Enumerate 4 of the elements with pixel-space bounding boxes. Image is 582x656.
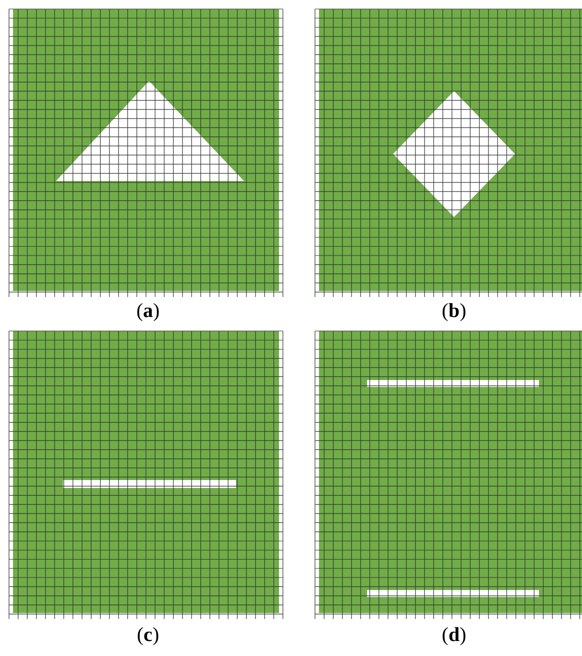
panel-label: (d): [440, 624, 468, 647]
panel-label: (a): [135, 300, 161, 323]
panel-label: (c): [136, 624, 160, 647]
panel-label: (b): [440, 300, 468, 323]
